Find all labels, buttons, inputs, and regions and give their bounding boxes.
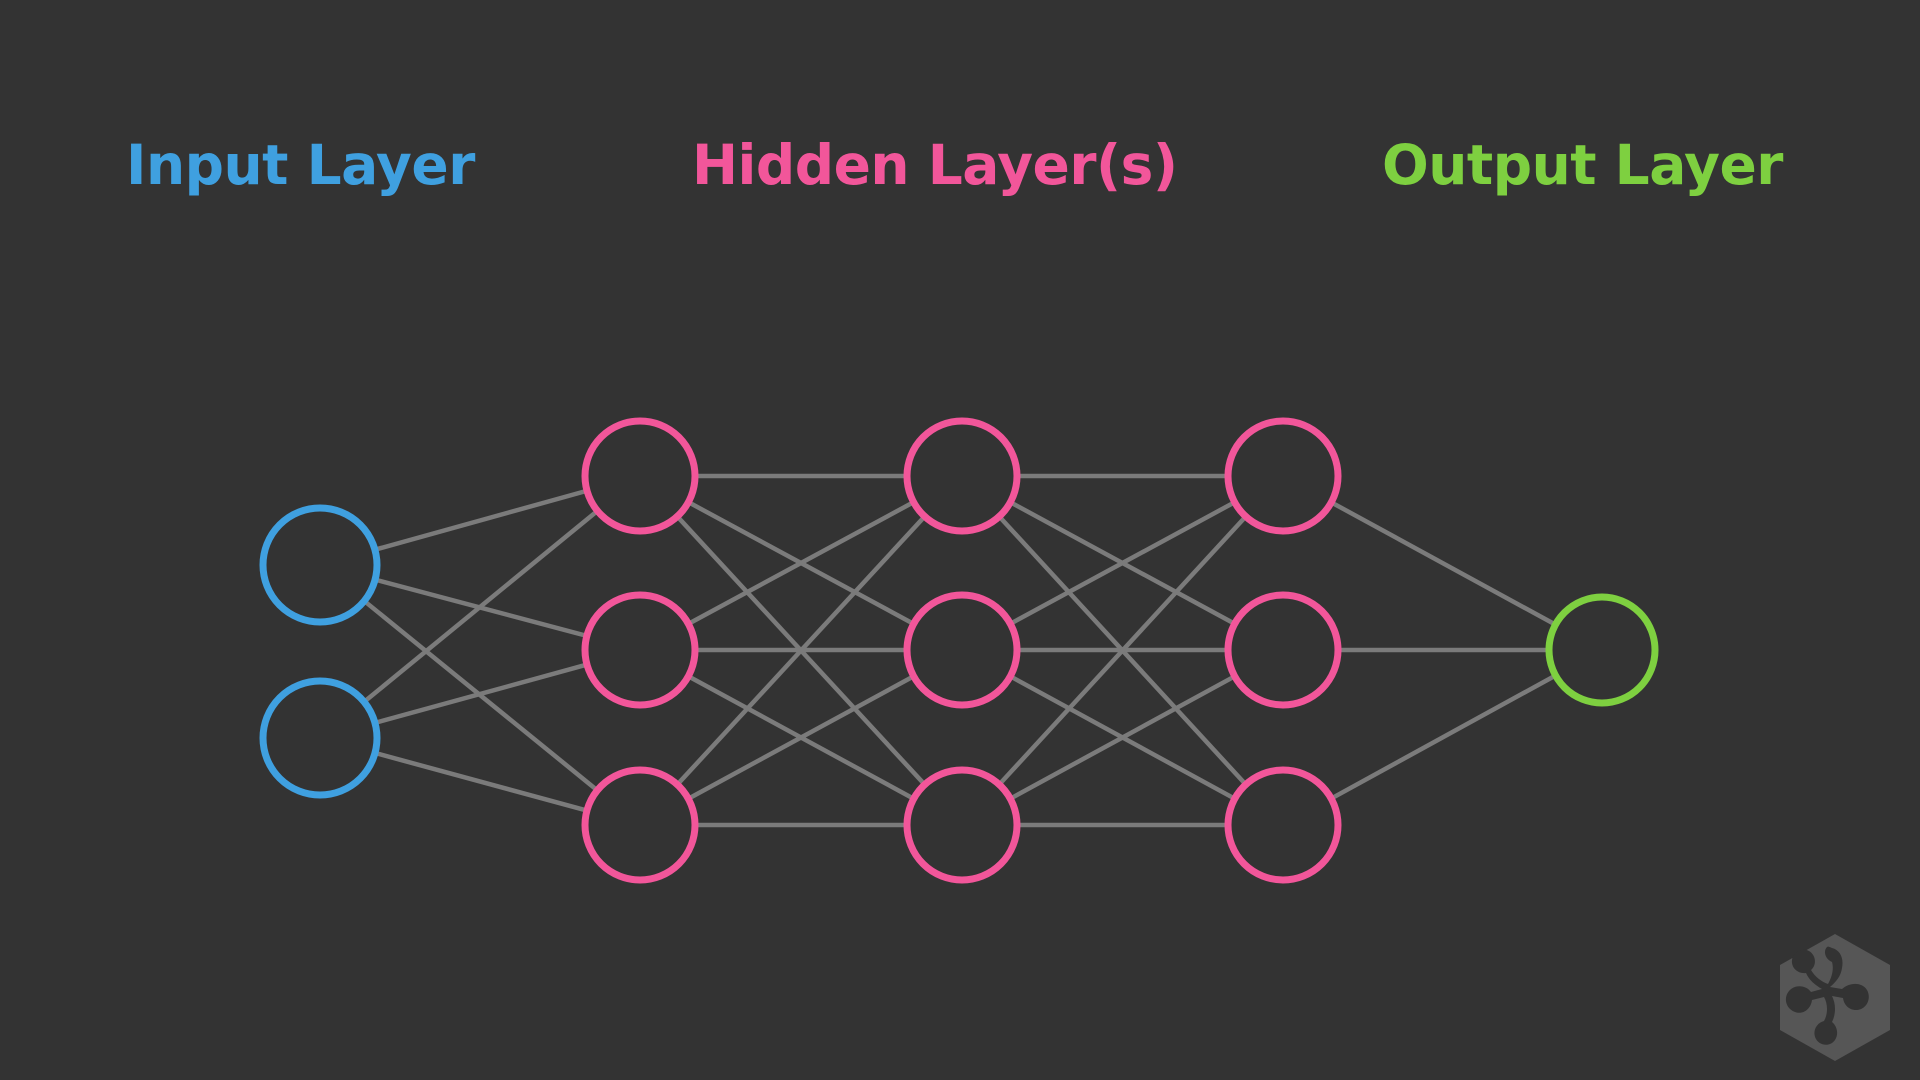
- edge: [374, 662, 588, 726]
- edge: [374, 488, 588, 552]
- neuron-node-h3_2[interactable]: [1224, 591, 1342, 709]
- neuron-node-h1_3[interactable]: [581, 766, 699, 884]
- neuron-node-h1_1[interactable]: [581, 417, 699, 535]
- hexagon-neuron-icon: [1780, 934, 1890, 1061]
- edge: [374, 750, 588, 813]
- neuron-node-i2[interactable]: [259, 677, 381, 799]
- neuron-node-o1[interactable]: [1545, 593, 1659, 707]
- neuron-node-i1[interactable]: [259, 504, 381, 626]
- input-layer-label: Input Layer: [126, 133, 475, 197]
- edge: [1330, 500, 1557, 627]
- hidden-layer-label: Hidden Layer(s): [692, 133, 1178, 197]
- neuron-node-h2_1[interactable]: [903, 417, 1021, 535]
- edge: [1009, 500, 1236, 626]
- edge: [997, 514, 1248, 787]
- edge: [687, 500, 915, 626]
- output-layer-label: Output Layer: [1382, 133, 1783, 197]
- edge: [687, 674, 915, 801]
- neuron-node-h3_1[interactable]: [1224, 417, 1342, 535]
- edge: [1009, 674, 1236, 801]
- neuron-node-h2_2[interactable]: [903, 591, 1021, 709]
- neuron-node-h3_3[interactable]: [1224, 766, 1342, 884]
- edges-group: [362, 473, 1557, 828]
- watermark-logo: [1770, 930, 1900, 1065]
- edge: [675, 514, 927, 787]
- nodes-group: [259, 417, 1659, 884]
- edge: [362, 509, 599, 704]
- neuron-node-h1_2[interactable]: [581, 591, 699, 709]
- edge: [1330, 673, 1557, 801]
- neuron-node-h2_3[interactable]: [903, 766, 1021, 884]
